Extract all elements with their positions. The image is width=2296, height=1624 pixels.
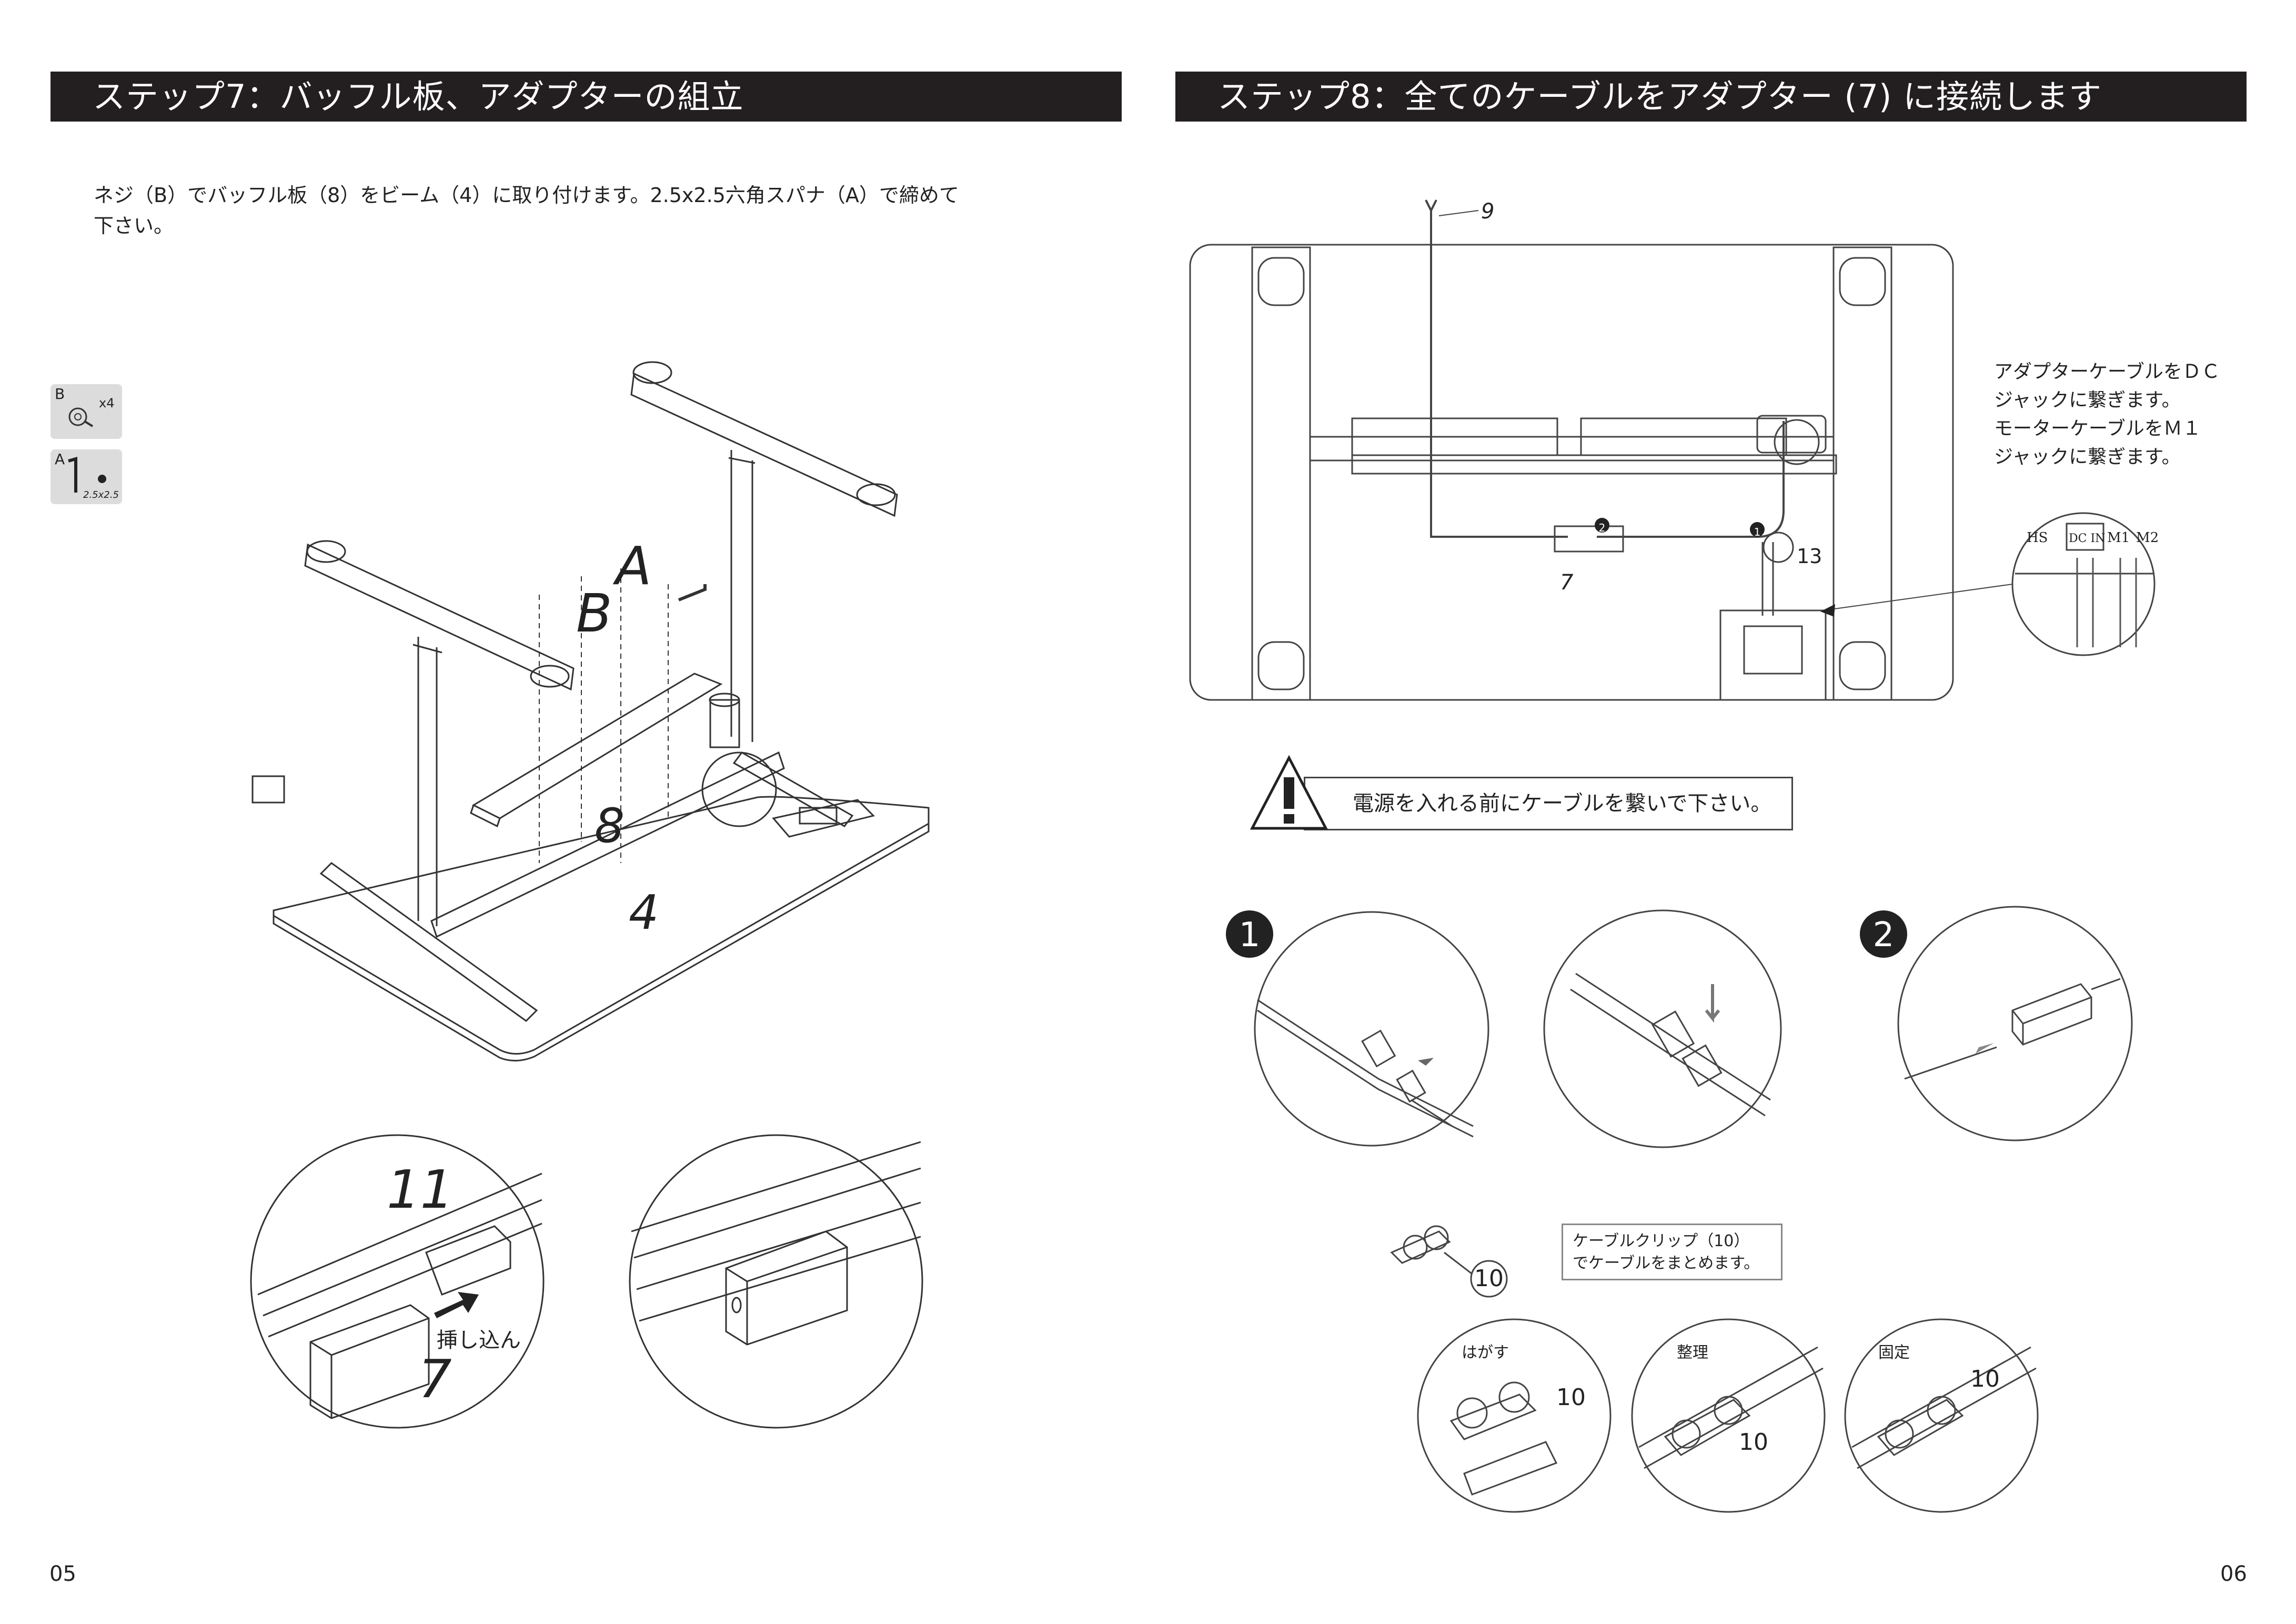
down-arrow-icon [1705, 984, 1720, 1023]
label-13-text: 13 [1797, 545, 1822, 568]
clip-step-fix-num: 10 [1970, 1366, 2000, 1392]
insert-arrow-icon [434, 1292, 479, 1318]
part-a-size: 2.5x2.5 [83, 489, 119, 500]
callout-line1: アダプターケーブルをＤＣ [1994, 361, 2220, 383]
cable-clip-note: ケーブルクリップ（10） でケーブルをまとめます。 [1562, 1224, 1783, 1280]
plug-in-arrow-icon [1976, 1043, 1994, 1054]
clip-note-line1: ケーブルクリップ（10） [1573, 1232, 1750, 1250]
warning-box: 電源を入れる前にケーブルを繋いで下さい。 [1304, 777, 1793, 830]
port-m1: M1 [2107, 530, 2130, 546]
screw-icon [68, 407, 94, 427]
clip-step-peel-label: はがす [1462, 1344, 1509, 1362]
label-4-text: 4 [629, 885, 659, 940]
connect-step1a-circle: 1 [1226, 910, 1489, 1147]
clip-note-line2: でケーブルをまとめます。 [1573, 1254, 1760, 1272]
clip-step-peel-num: 10 [1556, 1384, 1586, 1411]
connect-step1b-circle [1543, 909, 1782, 1148]
callout-line2: ジャックに繋ぎます。 [1994, 389, 2181, 411]
step7-instruction-line1: ネジ（B）でバッフル板（8）をビーム（4）に取り付けます。2.5x2.5六角スパ… [94, 184, 959, 207]
label-b-text: B [576, 583, 612, 644]
step8-title-banner: ステップ8：全てのケーブルをアダプター (7) に接続します [1175, 72, 2247, 122]
label-a-text: A [612, 535, 651, 597]
label-7-text: 7 [418, 1348, 452, 1410]
desk-frame-assembly-drawing: A B 8 4 [251, 361, 930, 1062]
step7-instructions: ネジ（B）でバッフル板（8）をビーム（4）に取り付けます。2.5x2.5六角スパ… [94, 180, 1093, 241]
step7-title-banner: ステップ7：バッフル板、アダプターの組立 [51, 72, 1122, 122]
callout-line3: モーターケーブルをＭ１ [1994, 418, 2201, 439]
label-9-text: 9 [1481, 199, 1494, 224]
warning-text: 電源を入れる前にケーブルを繋いで下さい。 [1353, 791, 1772, 816]
step8-title: ステップ8：全てのケーブルをアダプター (7) に接続します [1217, 77, 2102, 116]
part-b-letter: B [55, 385, 65, 403]
label-11-text: 11 [387, 1159, 454, 1220]
part-a-letter: A [55, 450, 65, 468]
step7-instruction-line2: 下さい。 [94, 214, 174, 237]
clip-step-organize-num: 10 [1739, 1429, 1768, 1456]
connect-step2-circle: 2 [1860, 906, 2133, 1141]
port-m2: M2 [2136, 530, 2159, 546]
part-b-screw-box: B x4 [51, 384, 122, 439]
clip-step-peel-circle: はがす 10 [1417, 1318, 1612, 1513]
clip-step-organize-circle: 整理 10 [1631, 1318, 1826, 1513]
connection-callout: アダプターケーブルをＤＣ ジャックに繋ぎます。 モーターケーブルをＭ１ ジャック… [1994, 358, 2220, 472]
power-plug-icon [1425, 199, 1437, 221]
label-7-diagram-text: 7 [1560, 570, 1574, 595]
port-dc-in: DC IN [2069, 532, 2105, 545]
clip-step-fix-label: 固定 [1878, 1344, 1910, 1362]
port-hs: HS [2027, 530, 2048, 546]
part-a-wrench-box: A 2.5x2.5 [51, 449, 122, 504]
diagram-badge-2: 2 [1599, 522, 1606, 534]
page-number-left: 05 [49, 1562, 76, 1586]
diagram-badge-1: 1 [1754, 526, 1761, 538]
desk-underside-wiring-diagram: 9 7 13 2 1 HS DC IN M1 M2 [1189, 199, 2159, 701]
step-badge-1: 1 [1239, 916, 1261, 955]
part-b-qty: x4 [99, 396, 115, 410]
callout-line4: ジャックに繋ぎます。 [1994, 446, 2181, 468]
insert-text: 挿し込ん [437, 1328, 521, 1352]
label-8-text: 8 [595, 798, 625, 854]
clip-step-fix-circle: 固定 10 [1844, 1318, 2039, 1513]
step7-title: ステップ7：バッフル板、アダプターの組立 [93, 77, 744, 116]
clip-step-organize-label: 整理 [1677, 1344, 1708, 1362]
cable-clip-part-drawing: 10 [1390, 1225, 1508, 1298]
adapter-installed-detail-circle [629, 1134, 923, 1429]
adapter-insert-detail-circle: 11 挿し込ん 7 [250, 1134, 545, 1429]
connect-arrow-icon [1418, 1058, 1434, 1066]
clip-part-number: 10 [1474, 1265, 1504, 1292]
page-number-right: 06 [2220, 1562, 2247, 1586]
callout-arrow-icon [1820, 604, 1835, 617]
warning-triangle-icon [1250, 755, 1328, 830]
step-badge-2: 2 [1873, 916, 1895, 955]
hex-wrench-icon [68, 457, 106, 493]
